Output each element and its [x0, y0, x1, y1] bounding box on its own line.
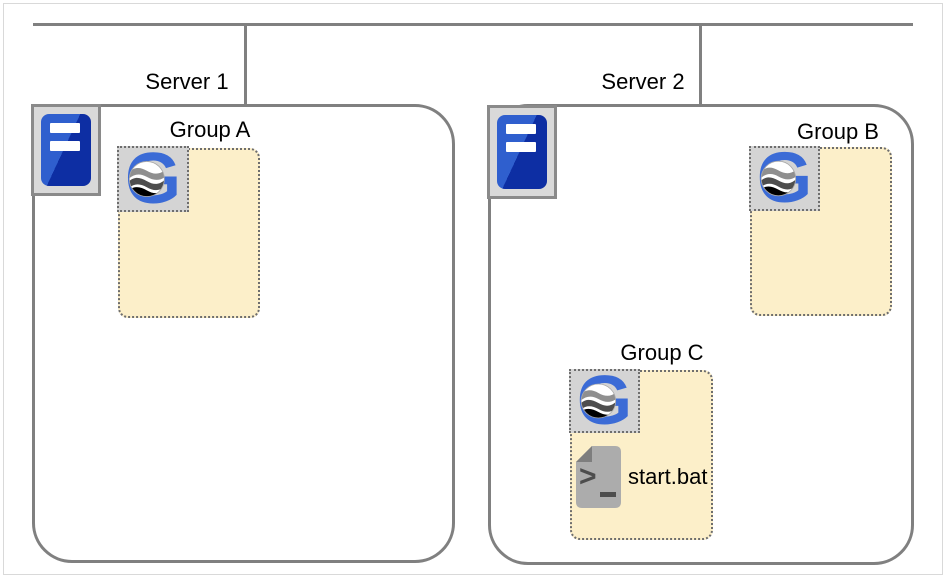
- server-drive-slot: [50, 141, 80, 151]
- diagram-canvas-border: [3, 3, 943, 575]
- svg-text:>: >: [579, 460, 597, 493]
- server2-label: Server 2: [601, 69, 685, 94]
- batch-file-label: start.bat: [628, 464, 708, 489]
- batch-file-icon: >: [575, 445, 622, 509]
- group-a-label: Group A: [169, 117, 251, 142]
- server-icon: [487, 105, 557, 199]
- group-b-label: Group B: [797, 119, 879, 144]
- g-logo-icon: G: [749, 146, 820, 211]
- server-icon: [31, 104, 101, 196]
- server-drive-slot: [506, 142, 536, 152]
- server1-label: Server 1: [145, 69, 229, 94]
- g-logo-icon: G: [569, 369, 640, 433]
- group-c-label: Group C: [620, 340, 704, 365]
- server-tower-shape: [41, 114, 91, 186]
- server1-connector-line: [244, 23, 247, 106]
- server-tower-shape: [497, 115, 547, 189]
- network-trunk-line: [33, 23, 913, 26]
- server-drive-slot: [506, 124, 536, 134]
- g-logo-icon: G: [117, 146, 189, 212]
- server2-connector-line: [699, 23, 702, 106]
- server-drive-slot: [50, 123, 80, 133]
